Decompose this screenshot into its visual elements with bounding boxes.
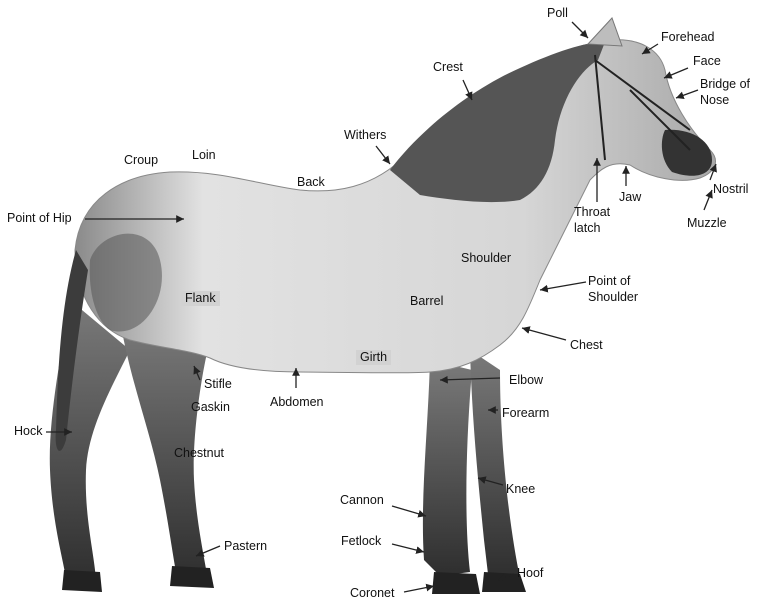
label-bridge-of-nose-line1: Bridge of	[700, 77, 750, 92]
label-back: Back	[297, 175, 325, 190]
withers-arrow	[376, 146, 390, 164]
label-knee: Knee	[506, 482, 535, 497]
label-shoulder: Shoulder	[461, 251, 511, 266]
label-jaw: Jaw	[619, 190, 641, 205]
label-point-of-shoulder-line1: Point of	[588, 274, 630, 289]
label-chestnut: Chestnut	[174, 446, 224, 461]
poll-arrow	[572, 22, 588, 38]
label-pastern: Pastern	[224, 539, 267, 554]
fetlock-arrow	[392, 544, 424, 552]
coronet-arrow	[404, 586, 434, 592]
label-girth: Girth	[356, 350, 391, 365]
label-point-of-hip: Point of Hip	[7, 211, 72, 226]
label-hoof: Hoof	[517, 566, 543, 581]
point-of-shoulder-arrow	[540, 282, 586, 290]
label-fetlock: Fetlock	[341, 534, 381, 549]
crest-arrow	[463, 80, 472, 100]
label-hock: Hock	[14, 424, 42, 439]
label-muzzle: Muzzle	[687, 216, 727, 231]
label-bridge-of-nose-line2: Nose	[700, 93, 729, 108]
label-forearm: Forearm	[502, 406, 549, 421]
label-crest: Crest	[433, 60, 463, 75]
horse-body	[75, 40, 715, 373]
label-stifle: Stifle	[204, 377, 232, 392]
label-abdomen: Abdomen	[270, 395, 324, 410]
horse-muzzle	[662, 130, 712, 176]
label-forehead: Forehead	[661, 30, 715, 45]
bridge-of-nose-arrow	[676, 90, 698, 98]
label-nostril: Nostril	[713, 182, 748, 197]
label-point-of-shoulder-line2: Shoulder	[588, 290, 638, 305]
label-gaskin: Gaskin	[191, 400, 230, 415]
label-coronet: Coronet	[350, 586, 394, 601]
label-elbow: Elbow	[509, 373, 543, 388]
label-throat-latch-line2: latch	[574, 221, 600, 236]
cannon-arrow	[392, 506, 426, 516]
label-cannon: Cannon	[340, 493, 384, 508]
chest-arrow	[522, 328, 566, 340]
face-arrow	[664, 68, 688, 78]
label-flank: Flank	[181, 291, 220, 306]
muzzle-arrow	[704, 190, 712, 210]
label-chest: Chest	[570, 338, 603, 353]
horse-ear	[588, 18, 622, 46]
label-withers: Withers	[344, 128, 386, 143]
label-face: Face	[693, 54, 721, 69]
label-loin: Loin	[192, 148, 216, 163]
label-poll: Poll	[547, 6, 568, 21]
label-barrel: Barrel	[410, 294, 443, 309]
label-throat-latch-line1: Throat	[574, 205, 610, 220]
label-croup: Croup	[124, 153, 158, 168]
